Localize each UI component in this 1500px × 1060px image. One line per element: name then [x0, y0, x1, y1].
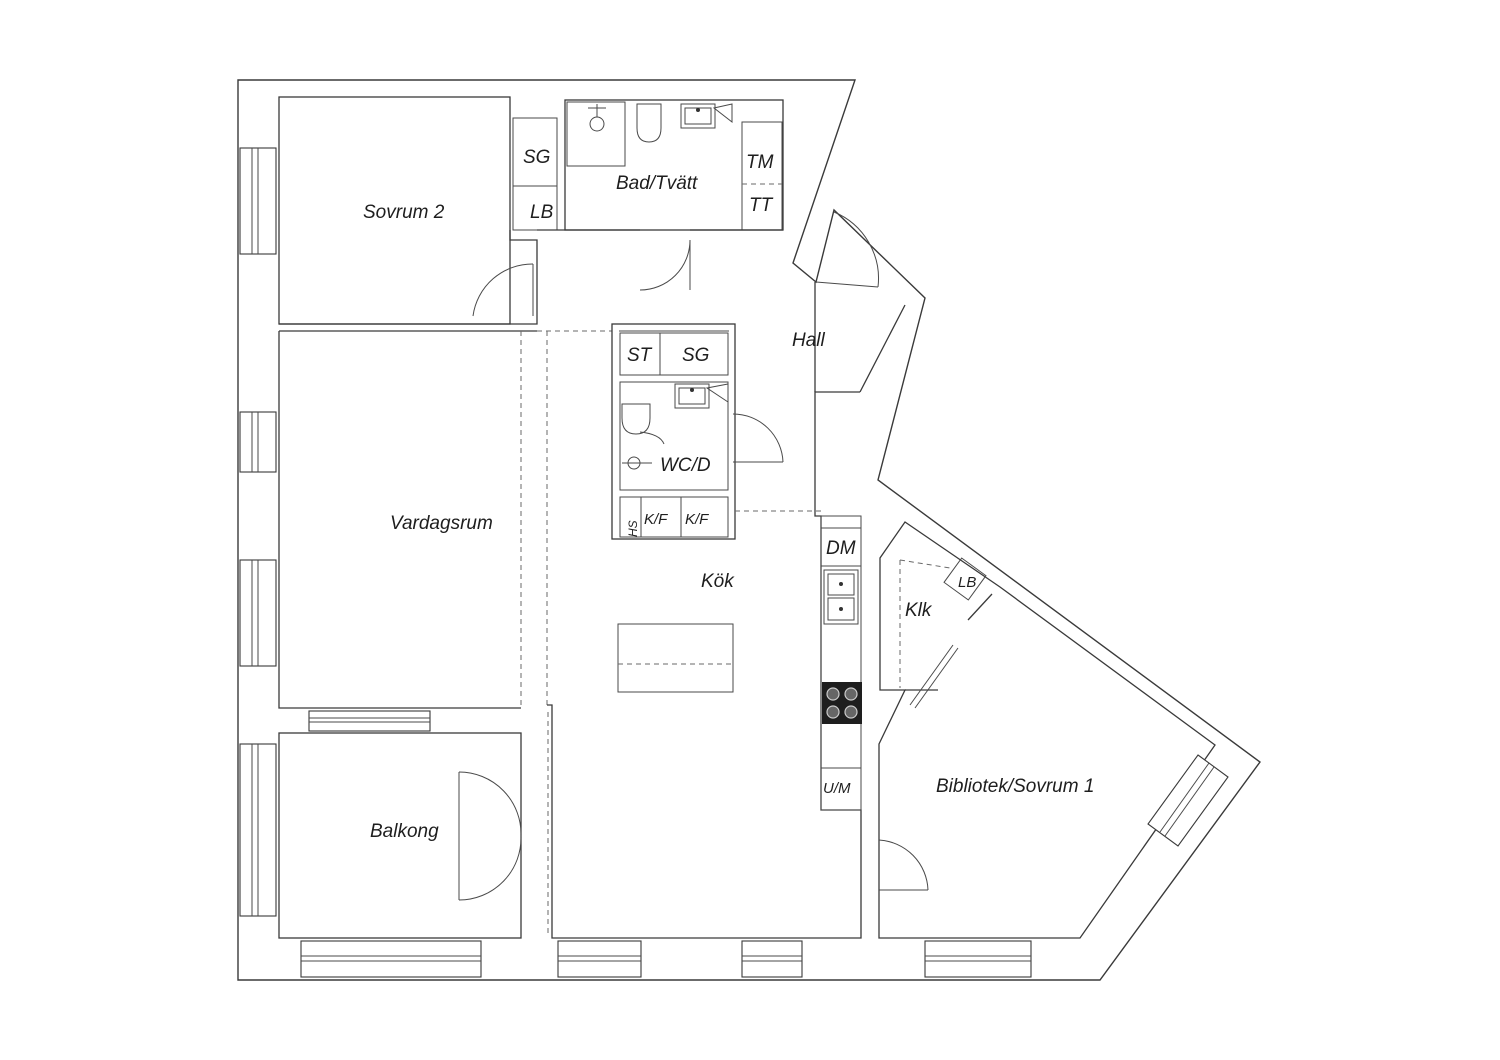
label-balkong: Balkong	[370, 821, 439, 842]
label-st: ST	[627, 345, 653, 366]
label-bad-tvatt: Bad/Tvätt	[616, 173, 698, 194]
shower-icon	[588, 104, 606, 132]
label-dm: DM	[826, 538, 856, 559]
window	[239, 559, 277, 667]
label-lb-klk: LB	[958, 574, 976, 591]
window	[308, 710, 431, 732]
toilet-icon	[621, 403, 651, 435]
label-hs: HS	[626, 520, 640, 537]
label-sg-bedroom: SG	[523, 147, 550, 168]
toilet-icon	[636, 103, 662, 143]
label-bibliotek: Bibliotek/Sovrum 1	[936, 776, 1094, 797]
wc-block	[611, 323, 736, 540]
label-wc-d: WC/D	[660, 455, 711, 476]
room-bibliotek	[878, 521, 1216, 939]
sink-icon	[680, 103, 716, 129]
label-kok: Kök	[701, 571, 735, 592]
label-vardagsrum: Vardagsrum	[390, 513, 493, 534]
room-bad-tvatt	[564, 99, 784, 231]
window	[557, 940, 642, 978]
kitchen-island	[617, 623, 734, 693]
sink-icon	[674, 383, 710, 409]
kitchen-counter	[820, 515, 862, 811]
window	[300, 940, 482, 978]
label-lb-bedroom: LB	[530, 202, 554, 223]
wardrobe-sovrum-2	[512, 117, 558, 231]
label-tm: TM	[746, 152, 774, 173]
window	[239, 147, 277, 255]
sink-icon	[823, 569, 859, 625]
label-um: U/M	[823, 780, 851, 797]
outer-wall	[237, 79, 1261, 981]
label-tt: TT	[749, 195, 774, 216]
shower-area	[566, 101, 626, 167]
window	[239, 743, 277, 917]
label-kf-2: K/F	[685, 511, 709, 528]
stove-icon	[822, 682, 862, 724]
window	[741, 940, 803, 978]
window	[1147, 754, 1229, 847]
label-sg-hall: SG	[682, 345, 709, 366]
label-klk: Klk	[905, 600, 933, 621]
shower-icon	[622, 456, 652, 470]
window	[239, 411, 277, 473]
room-vardagsrum	[278, 330, 537, 709]
label-sovrum-2: Sovrum 2	[363, 202, 445, 223]
label-hall: Hall	[792, 330, 826, 351]
window	[924, 940, 1032, 978]
label-kf-1: K/F	[644, 511, 668, 528]
